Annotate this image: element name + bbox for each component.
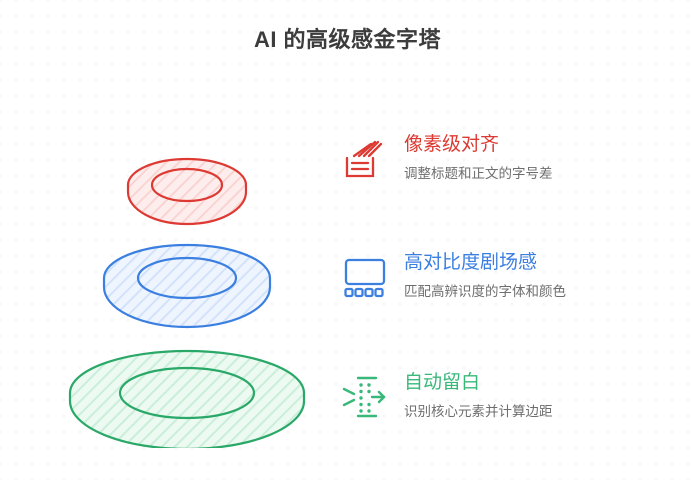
scan-lines-box-icon [336, 130, 394, 188]
pyramid-layer-bottom [68, 349, 306, 448]
page-title: AI 的高级感金字塔 [253, 27, 442, 52]
feature-item-text: 像素级对齐 调整标题和正文的字号差 [404, 130, 553, 184]
feature-item-text: 高对比度剧场感 匹配高辨识度的字体和颜色 [404, 248, 566, 302]
feature-item-pixel-alignment[interactable]: 像素级对齐 调整标题和正文的字号差 [336, 130, 676, 188]
feature-item-title: 像素级对齐 [404, 134, 500, 155]
feature-item-text: 自动留白 识别核心元素并计算边距 [404, 368, 553, 422]
arrows-margin-icon [336, 368, 394, 426]
feature-item-title: 高对比度剧场感 [404, 252, 538, 273]
feature-item-description: 调整标题和正文的字号差 [404, 165, 553, 181]
feature-item-high-contrast[interactable]: 高对比度剧场感 匹配高辨识度的字体和颜色 [336, 248, 676, 306]
pyramid-diagram [52, 148, 322, 448]
feature-item-description: 识别核心元素并计算边距 [404, 403, 553, 419]
pyramid-layer-middle [102, 243, 272, 329]
pyramid-layer-top [126, 157, 248, 226]
feature-item-description: 匹配高辨识度的字体和颜色 [404, 283, 566, 299]
feature-item-auto-whitespace[interactable]: 自动留白 识别核心元素并计算边距 [336, 368, 676, 426]
screen-with-dots-icon [336, 248, 394, 306]
feature-item-title: 自动留白 [404, 372, 481, 393]
